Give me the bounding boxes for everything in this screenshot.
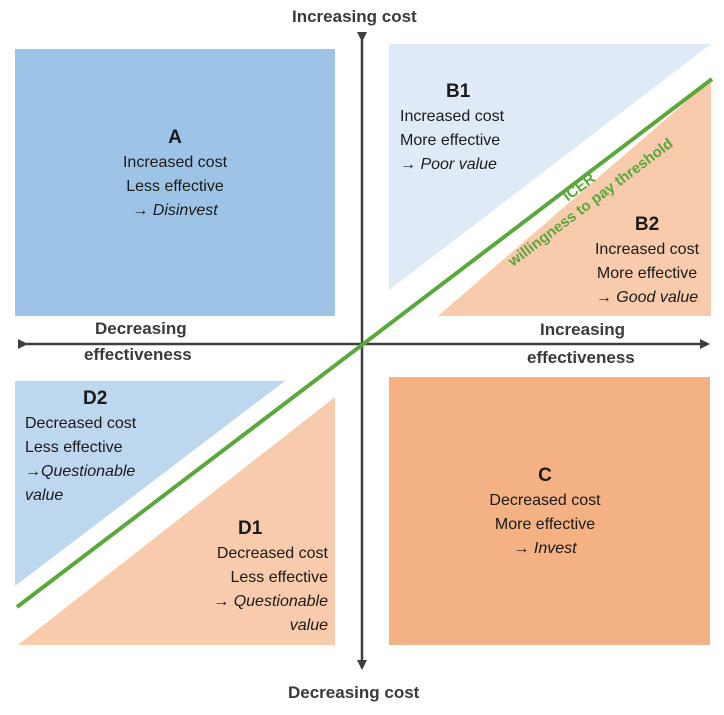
quadrant-c-cost: Decreased cost — [489, 492, 601, 509]
quadrant-d2-title: D2 — [83, 388, 108, 409]
quadrant-d1-cost: Decreased cost — [216, 545, 328, 562]
quadrant-b2-action: → Good value — [595, 289, 699, 306]
quadrant-d1-action-2: value — [289, 617, 328, 634]
quadrant-a-cost: Increased cost — [122, 154, 228, 171]
quadrant-c-text: C Decreased cost More effective → Invest — [470, 463, 620, 561]
quadrant-a-text: A Increased cost Less effective → Disinv… — [95, 125, 255, 223]
quadrant-d1-effect: Less effective — [230, 569, 328, 586]
quadrant-b2-triangle — [438, 80, 711, 316]
quadrant-b1-effect: More effective — [400, 132, 501, 149]
quadrant-b1-text: B1 Increased cost More effective → Poor … — [400, 79, 540, 177]
quadrant-b1-title: B1 — [446, 81, 471, 102]
quadrant-c-box — [389, 377, 710, 645]
axis-label-left-1: Decreasing — [95, 319, 187, 338]
quadrant-b2-text: B2 Increased cost More effective → Good … — [582, 212, 712, 310]
quadrant-d1-action-1: → Questionable — [213, 593, 328, 610]
quadrant-a-action: → Disinvest — [132, 202, 218, 219]
quadrant-d1-title: D1 — [238, 518, 263, 539]
quadrant-d2-action-2: value — [25, 487, 64, 504]
quadrant-a-box — [15, 49, 335, 316]
icer-threshold-line — [15, 77, 714, 609]
quadrant-b1-action: → Poor value — [400, 156, 497, 173]
axis-label-right-1: Increasing — [540, 320, 626, 339]
quadrant-d1-triangle — [18, 397, 335, 645]
quadrant-d2-cost: Decreased cost — [25, 415, 137, 432]
axis-label-top: Increasing cost — [292, 7, 417, 26]
quadrant-b2-title: B2 — [634, 214, 660, 235]
axis-label-bottom: Decreasing cost — [288, 683, 420, 702]
quadrant-b1-cost: Increased cost — [400, 108, 505, 125]
axis-label-right-2: effectiveness — [527, 348, 635, 367]
quadrant-d2-triangle — [15, 381, 285, 586]
quadrant-d2-text: D2 Decreased cost Less effective →Questi… — [25, 386, 175, 508]
quadrant-b1-triangle — [389, 44, 711, 290]
quadrant-c-effect: More effective — [494, 516, 596, 533]
quadrant-a-effect: Less effective — [126, 178, 224, 195]
quadrant-c-title: C — [538, 465, 552, 486]
quadrant-a-title: A — [168, 127, 182, 148]
quadrant-b2-cost: Increased cost — [594, 241, 700, 258]
quadrant-d2-action-1: →Questionable — [25, 463, 136, 480]
quadrant-d1-text: D1 Decreased cost Less effective → Quest… — [180, 516, 328, 638]
quadrant-b2-effect: More effective — [596, 265, 698, 282]
axis-label-left-2: effectiveness — [84, 345, 192, 364]
quadrant-c-action: → Invest — [513, 540, 577, 557]
quadrant-d2-effect: Less effective — [25, 439, 123, 456]
